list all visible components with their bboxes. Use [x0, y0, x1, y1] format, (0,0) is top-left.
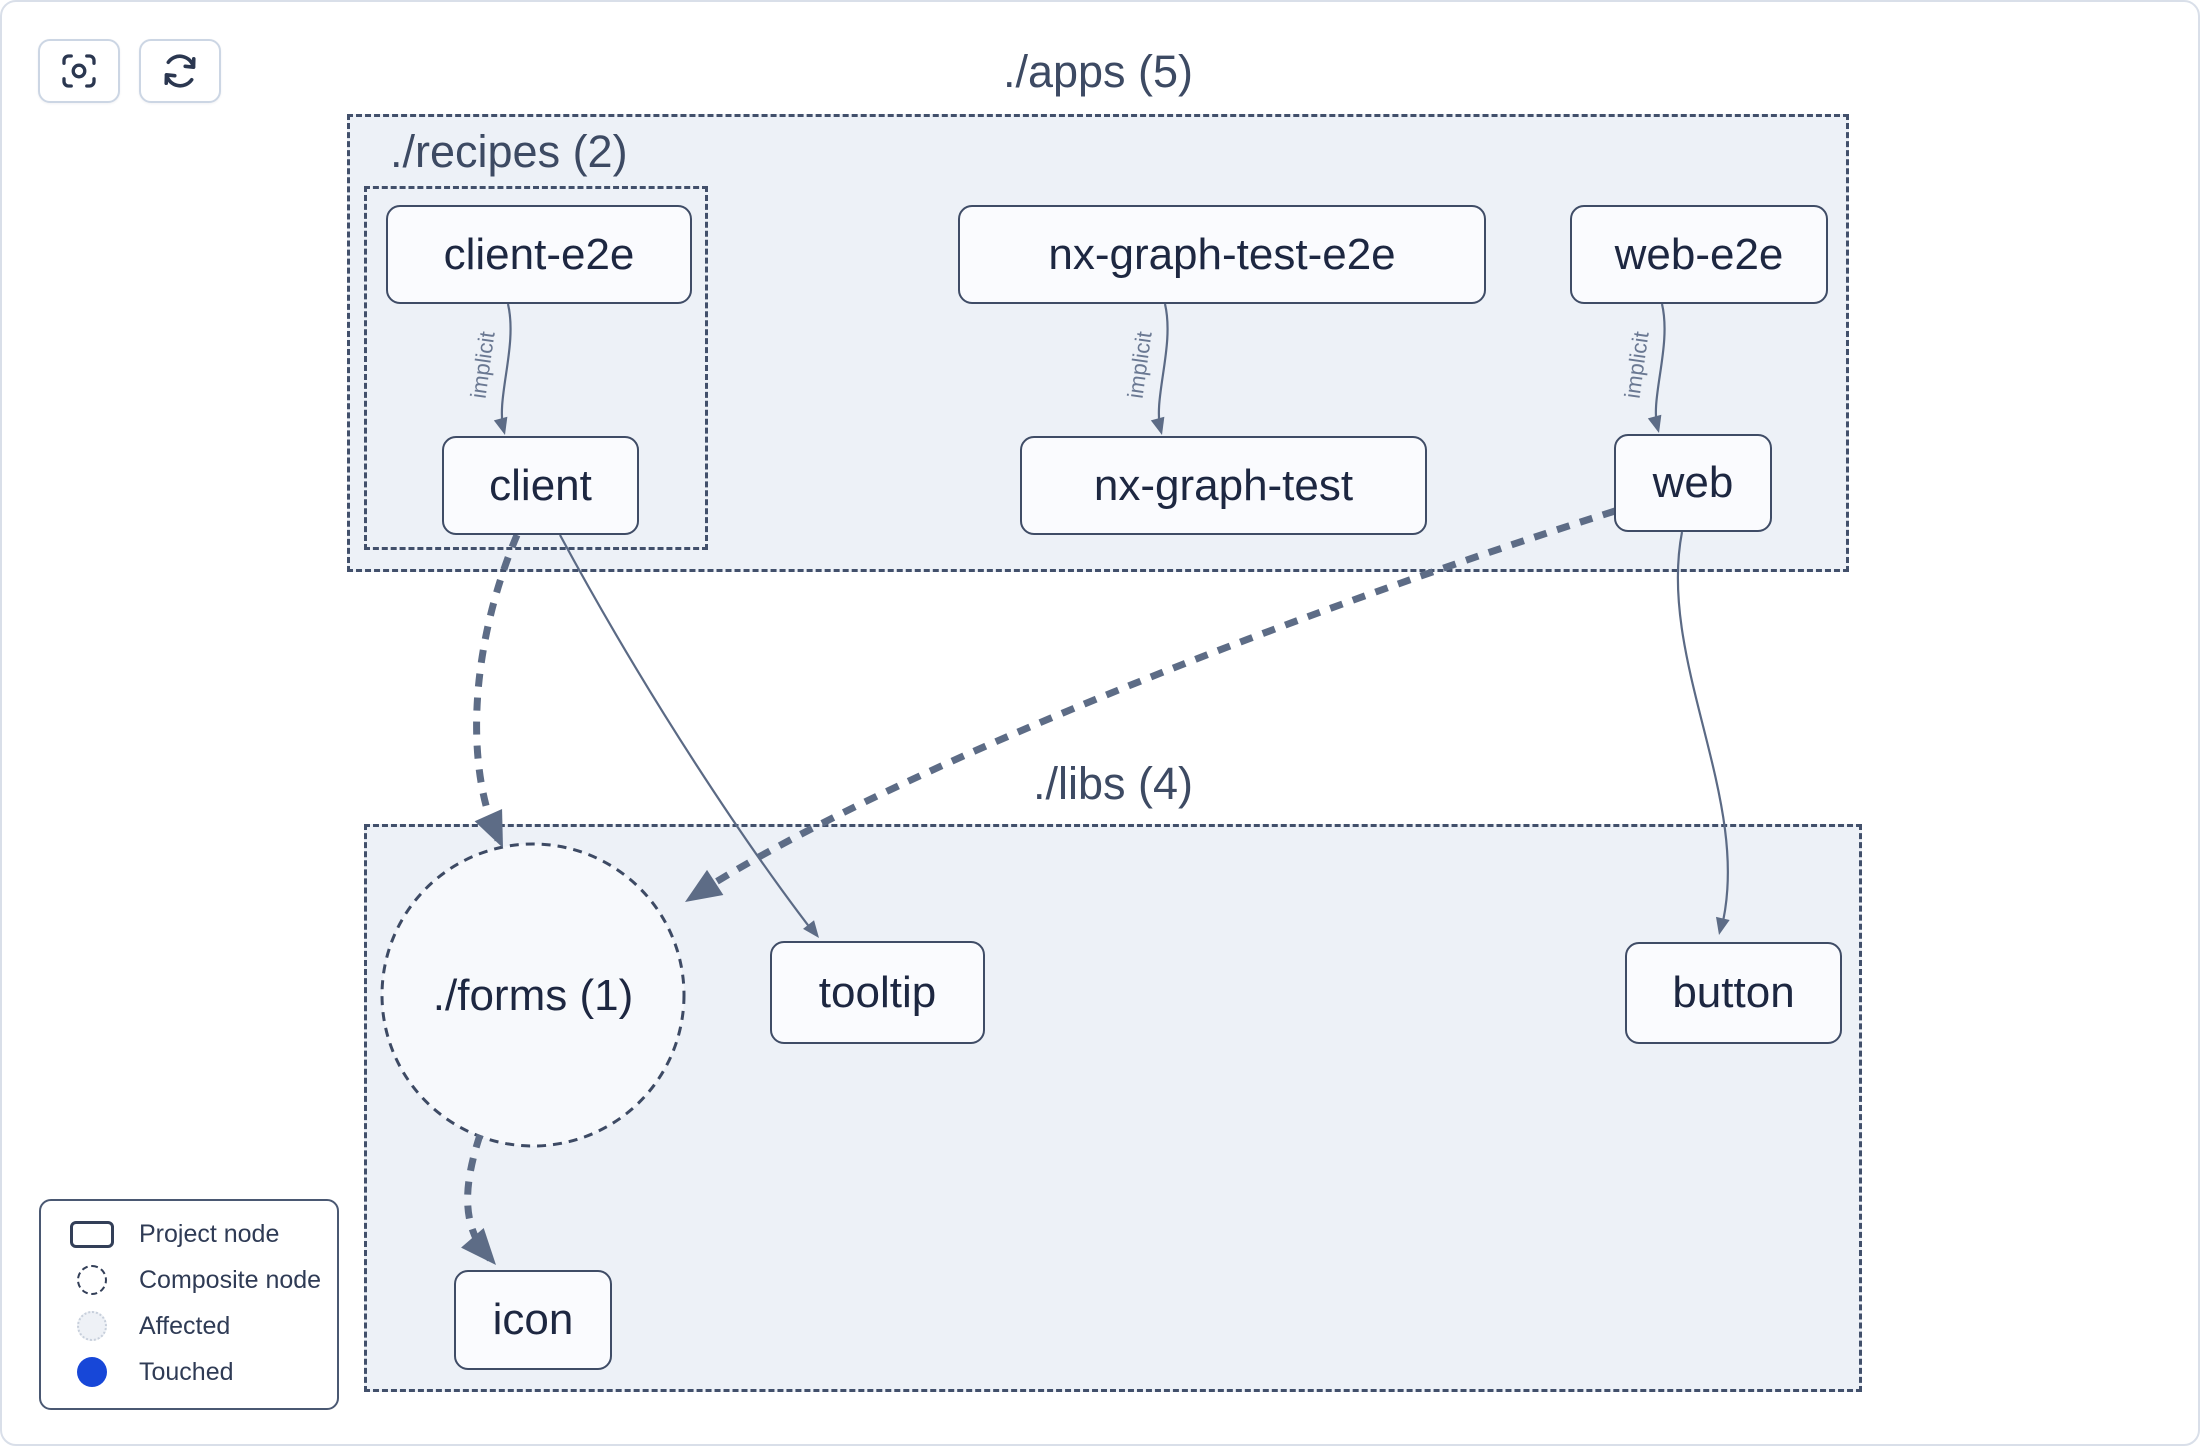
touched-icon: [67, 1357, 117, 1387]
group-label-apps: ./apps (5): [1002, 46, 1194, 97]
legend-row-composite-node: Composite node: [41, 1257, 337, 1303]
node-nx-graph-test[interactable]: nx-graph-test: [1020, 436, 1427, 535]
legend-panel: Project node Composite node Affected Tou…: [39, 1199, 339, 1410]
node-label: tooltip: [818, 967, 937, 1017]
composite-node-forms-label: ./forms (1): [433, 971, 633, 1020]
legend-row-project-node: Project node: [41, 1211, 337, 1257]
arrowhead-icon: [474, 809, 503, 848]
edge-label-implicit-nx-graph-test: implicit: [1123, 330, 1157, 400]
node-label: web: [1652, 458, 1734, 507]
node-client-e2e[interactable]: client-e2e: [386, 205, 692, 304]
arrowhead-icon: [1647, 414, 1662, 433]
edge-client-e2e-to-client: [500, 303, 512, 432]
node-client[interactable]: client: [442, 436, 639, 535]
edge-nx-graph-test-e2e-to-nx-graph-test: [1157, 303, 1169, 432]
node-label: web-e2e: [1614, 229, 1784, 279]
node-label: button: [1672, 968, 1795, 1017]
group-label-libs: ./libs (4): [1032, 758, 1194, 809]
refresh-button[interactable]: [139, 39, 221, 103]
arrowhead-icon: [803, 920, 819, 938]
node-label: nx-graph-test: [1093, 460, 1354, 510]
legend-row-touched: Touched: [41, 1349, 337, 1395]
arrowhead-icon: [493, 416, 508, 435]
edge-web-to-forms: [690, 507, 1617, 900]
edge-web-e2e-to-web: [1654, 303, 1666, 431]
node-label: nx-graph-test-e2e: [1048, 229, 1396, 279]
arrowhead-icon: [461, 1227, 496, 1265]
legend-label: Touched: [139, 1357, 234, 1386]
refresh-icon: [164, 54, 196, 88]
node-icon[interactable]: icon: [454, 1270, 612, 1370]
node-label: icon: [492, 1295, 574, 1344]
edge-label-implicit-web: implicit: [1620, 330, 1654, 400]
affected-icon: [67, 1311, 117, 1341]
node-nx-graph-test-e2e[interactable]: nx-graph-test-e2e: [958, 205, 1486, 304]
edge-label-implicit-client: implicit: [466, 330, 500, 400]
node-label: client-e2e: [443, 229, 635, 279]
arrowhead-icon: [1150, 416, 1165, 435]
node-label: client: [489, 460, 592, 510]
legend-label: Affected: [139, 1311, 231, 1340]
edge-web-to-button: [1676, 531, 1730, 931]
composite-node-forms[interactable]: [380, 842, 686, 1148]
group-label-recipes: ./recipes (2): [390, 126, 628, 177]
project-node-icon: [67, 1220, 117, 1248]
edge-client-to-tooltip: [559, 534, 815, 934]
node-web[interactable]: web: [1614, 434, 1772, 532]
focus-button[interactable]: [38, 39, 120, 103]
node-web-e2e[interactable]: web-e2e: [1570, 205, 1828, 304]
edge-client-to-forms: [473, 533, 521, 842]
focus-icon: [62, 54, 96, 88]
group-recipes: [364, 186, 708, 550]
node-tooltip[interactable]: tooltip: [770, 941, 985, 1044]
legend-label: Project node: [139, 1219, 280, 1248]
arrowhead-icon: [685, 869, 724, 902]
node-button[interactable]: button: [1625, 942, 1842, 1044]
legend-label: Composite node: [139, 1265, 322, 1294]
composite-node-icon: [67, 1265, 117, 1295]
legend-row-affected: Affected: [41, 1303, 337, 1349]
arrowhead-icon: [1716, 916, 1730, 935]
